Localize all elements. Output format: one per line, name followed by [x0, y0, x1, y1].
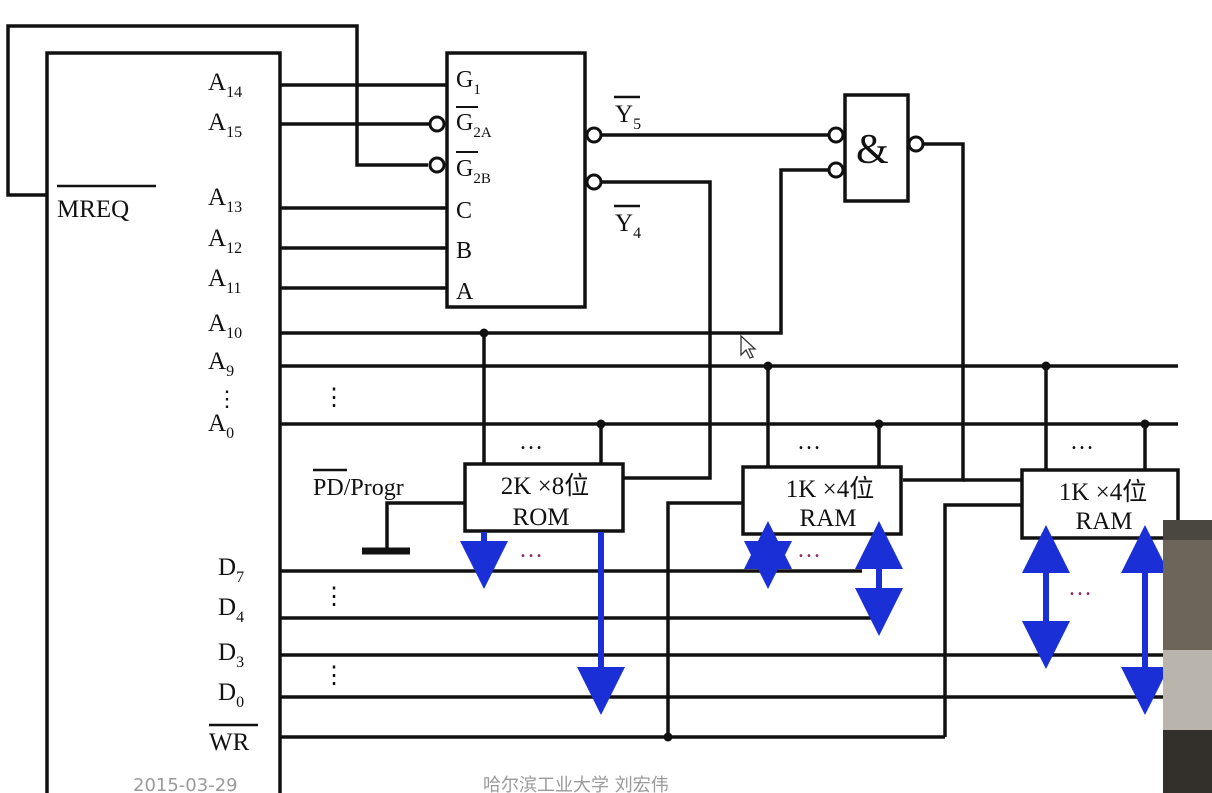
wr-to-ram1 [666, 501, 743, 737]
junction [1041, 361, 1051, 371]
chip-labels: 2K ×8位 ROM 1K ×4位 RAM 1K ×4位 RAM [501, 472, 1147, 535]
pin-a12: A12 [208, 225, 242, 257]
junction [1140, 419, 1150, 429]
wr-to-ram2 [943, 503, 1022, 737]
label-y5: Y5 [615, 101, 641, 133]
wr-label: WR [209, 723, 258, 756]
svg-text:…: … [797, 537, 821, 563]
decoder-b: B [456, 238, 472, 264]
pin-a10: A10 [208, 310, 242, 342]
junction [663, 732, 673, 742]
decoder-74138 [445, 51, 587, 309]
decoder-output-labels: Y5 Y4 [614, 95, 641, 242]
y4-bubble [585, 173, 603, 191]
decoder-g2a: G2A [456, 110, 492, 141]
wire-and-out [903, 142, 965, 482]
ram1-size-label: 1K ×4位 [786, 475, 874, 503]
y5-bubble [585, 126, 603, 144]
junction [874, 419, 884, 429]
svg-text:MREQ: MREQ [57, 196, 129, 223]
g2b-bubble [428, 156, 446, 174]
svg-text:…: … [1068, 575, 1092, 601]
rom-chip [463, 462, 625, 533]
svg-text:…: … [519, 537, 543, 563]
rom-type-label: ROM [513, 504, 570, 531]
svg-text:…: … [519, 429, 543, 455]
junction [763, 361, 773, 371]
and-in1-bubble [827, 126, 845, 144]
ram1-type-label: RAM [800, 505, 857, 532]
decoder-a: A [456, 279, 474, 305]
pin-a14: A14 [208, 69, 242, 101]
and-symbol: & [856, 127, 889, 173]
wire-y4 [601, 180, 712, 480]
bus-vdots: ⋮ [322, 385, 346, 411]
ram2-size-label: 1K ×4位 [1059, 478, 1147, 506]
cpu-address-labels: A14 A15 A13 A12 A11 A10 A9 A0 ⋮ [208, 69, 242, 442]
ram2-type-label: RAM [1076, 508, 1133, 535]
pin-a13: A13 [208, 184, 242, 216]
pin-d7: D7 [218, 554, 244, 586]
pin-a9: A9 [208, 348, 234, 380]
data-ellipses: … … … [519, 537, 1092, 601]
pin-d0: D0 [218, 679, 244, 711]
cpu-data-labels: D7 D4 D3 D0 [218, 554, 244, 711]
pin-a0: A0 [208, 410, 234, 442]
svg-text:PD/Progr: PD/Progr [313, 475, 404, 501]
and-in2-bubble [827, 161, 845, 179]
address-vdots: ⋮ [216, 386, 238, 411]
pd-progr-label: PD/Progr [313, 468, 404, 501]
pin-d4: D4 [218, 594, 244, 626]
label-y4: Y4 [615, 210, 641, 242]
decoder-g2b: G2B [456, 156, 491, 187]
watermark-date: 2015-03-29 [133, 775, 238, 793]
mouse-cursor-icon [740, 334, 757, 359]
svg-text:…: … [797, 429, 821, 455]
decoder-g1: G1 [456, 67, 481, 98]
pin-a15: A15 [208, 109, 242, 141]
wire-a10 [280, 168, 828, 335]
g2a-bubble [428, 115, 446, 133]
pd-wire [385, 501, 465, 550]
bus-vdots: ⋮ [322, 663, 346, 689]
mreq-wire [6, 24, 428, 197]
junction [596, 419, 606, 429]
mreq-label: MREQ [57, 184, 156, 223]
svg-text:WR: WR [209, 729, 250, 756]
rom-size-label: 2K ×8位 [501, 472, 589, 500]
junction [1041, 645, 1051, 655]
chip-ellipses: … … … [519, 429, 1094, 455]
bus-vdots: ⋮ [322, 584, 346, 610]
svg-text:…: … [1070, 429, 1094, 455]
decoder-labels: G1 G2A G2B C B A [456, 67, 492, 305]
cpu-block [45, 51, 282, 793]
watermark-school: 哈尔滨工业大学 刘宏伟 [483, 775, 669, 793]
and-gate [843, 93, 910, 203]
pin-a11: A11 [208, 265, 241, 297]
and-out-bubble [907, 135, 925, 153]
junction [479, 328, 489, 338]
decoder-c: C [456, 198, 472, 224]
pin-d3: D3 [218, 639, 244, 671]
video-overlay [1163, 520, 1212, 793]
